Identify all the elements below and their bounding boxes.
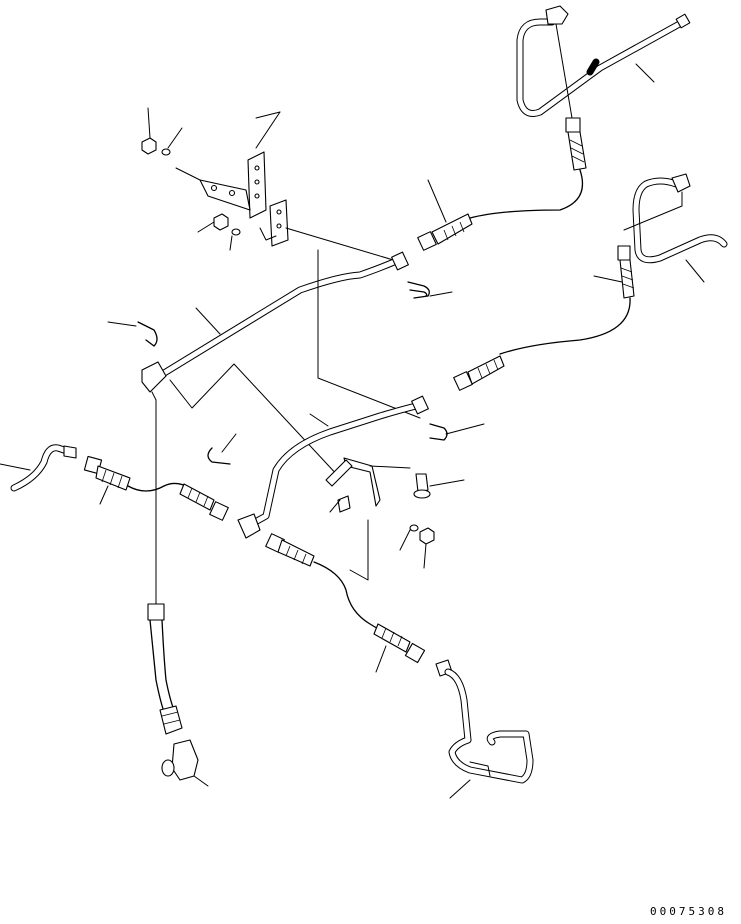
left-tube — [0, 444, 77, 492]
hose-vertical — [147, 603, 183, 735]
clamp-bracket — [325, 457, 411, 513]
drawing-code: 00075308 — [650, 905, 727, 918]
hose-upper — [417, 117, 587, 251]
long-pipe-upper — [141, 251, 409, 401]
u-bolt-upper — [107, 281, 453, 347]
upper-bent-tube — [516, 5, 691, 119]
nuts-washers-top — [141, 107, 241, 251]
long-pipe-middle — [237, 395, 429, 539]
bolt-nut-middle — [399, 473, 465, 569]
bottom-fitting — [161, 739, 209, 787]
hose-middle — [453, 245, 635, 391]
hose-lower-right — [265, 533, 426, 673]
bracket-assembly — [175, 111, 401, 263]
hose-left — [83, 455, 229, 521]
u-bolt-middle — [207, 423, 485, 465]
lower-bent-tube — [435, 659, 534, 799]
right-bent-tube — [623, 173, 728, 283]
leader-lines — [155, 249, 421, 605]
